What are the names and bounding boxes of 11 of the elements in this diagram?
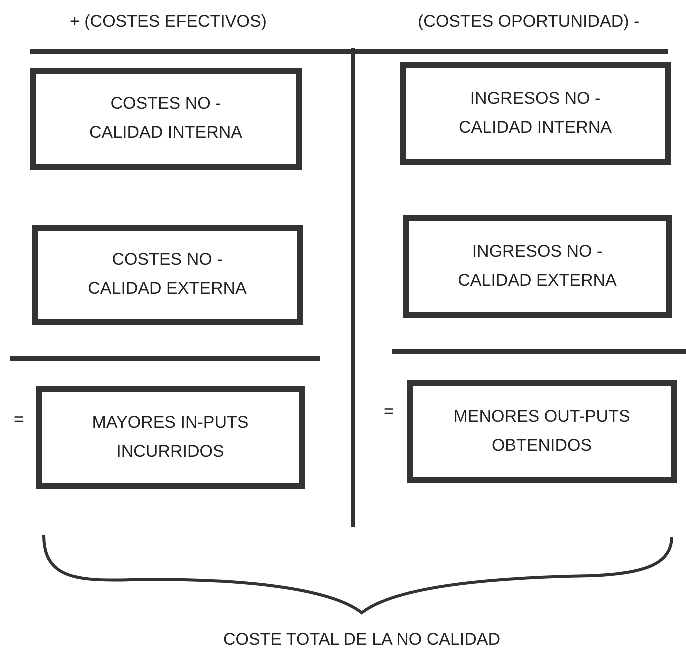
text-box: COSTES NO - CALIDAD EXTERNA	[32, 225, 303, 325]
column-heading: (COSTES OPORTUNIDAD) -	[418, 12, 640, 32]
text-box: MENORES OUT-PUTS OBTENIDOS	[407, 380, 677, 483]
total-caption: COSTE TOTAL DE LA NO CALIDAD	[223, 630, 501, 650]
text-box: INGRESOS NO - CALIDAD EXTERNA	[403, 215, 672, 318]
equals-sign: =	[14, 410, 24, 430]
text-box: MAYORES IN-PUTS INCURRIDOS	[36, 386, 305, 489]
equals-sign: =	[384, 402, 394, 422]
text-box: COSTES NO - CALIDAD INTERNA	[30, 68, 302, 170]
text-box: INGRESOS NO - CALIDAD INTERNA	[400, 62, 671, 165]
column-heading: + (COSTES EFECTIVOS)	[70, 12, 267, 32]
